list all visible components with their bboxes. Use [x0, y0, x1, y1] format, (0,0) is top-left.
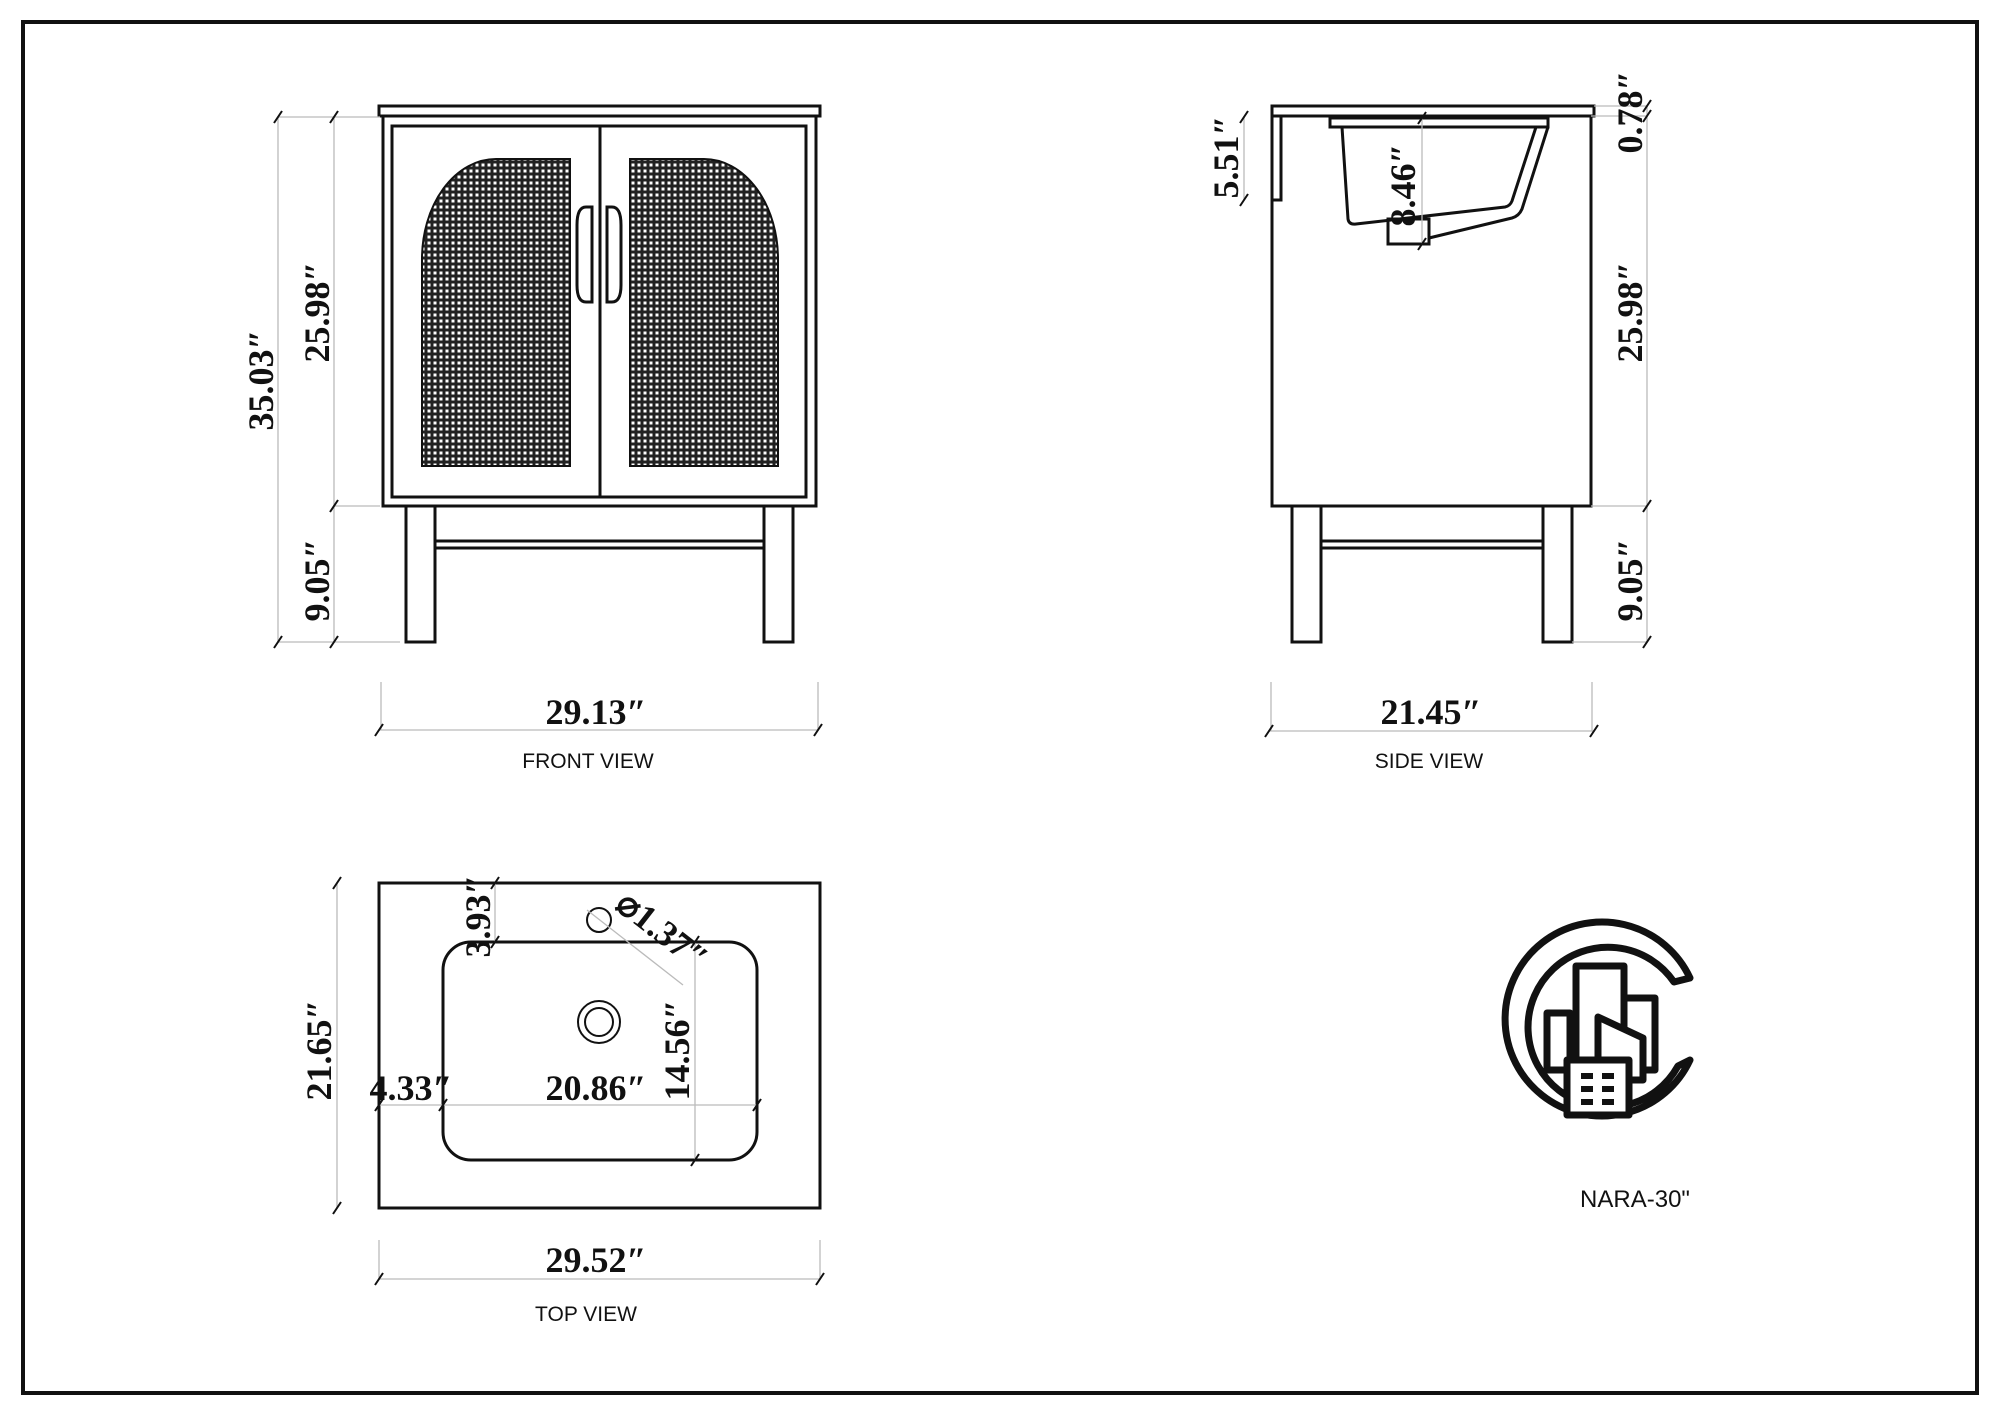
dim-basin-depth: 8.46″ [1383, 144, 1423, 227]
dimension-tick [329, 635, 339, 649]
dimension-tick [273, 110, 283, 124]
side-view-caption: SIDE VIEW [1375, 750, 1484, 773]
dim-cabinet-height: 25.98″ [1610, 262, 1650, 363]
dimension-tick [1642, 109, 1652, 123]
side-view: 0.78″ 5.51″ 8.46″ 25.98″ 9.05″ 21.45″ SI… [1206, 71, 1650, 773]
dim-leg-height: 9.05″ [1610, 539, 1650, 622]
dimension-tick [1417, 237, 1427, 251]
dim-top-depth: 21.65″ [299, 1000, 339, 1101]
dimension-tick [1642, 99, 1652, 113]
right-door-handle [605, 205, 623, 304]
dim-width: 29.13″ [546, 692, 647, 732]
left-door-handle [575, 205, 594, 304]
dimension-tick [690, 1153, 700, 1167]
dim-cabinet-height: 25.98″ [297, 262, 337, 363]
dimension-tick [1239, 193, 1249, 207]
dimension-tick [438, 1098, 448, 1112]
dimension-tick [813, 723, 823, 737]
top-view: 21.65″ 3.93″ ⌀1.37″ 4.33″ 20.86″ 14.56″ … [299, 875, 822, 1326]
dimension-tick [752, 1098, 762, 1112]
dim-top-width: 29.52″ [546, 1240, 647, 1280]
dim-basin-offset-left: 4.33″ [370, 1068, 453, 1108]
dimension-tick [1642, 635, 1652, 649]
dim-basin-depth: 14.56″ [657, 1000, 697, 1101]
dimension-tick [329, 110, 339, 124]
dim-overall-height: 35.03″ [241, 330, 281, 431]
sheet-border [21, 20, 1979, 1395]
dimension-tick [1417, 111, 1427, 125]
dimension-tick [273, 635, 283, 649]
drain-icon [577, 1000, 621, 1044]
dimension-tick [332, 1201, 342, 1215]
front-view: 35.03″ 25.98″ 9.05″ 29.13″ FRONT VIEW [241, 104, 822, 773]
dimension-tick [374, 1272, 384, 1286]
dimension-tick [1239, 110, 1249, 124]
right-door-cane-panel [629, 158, 780, 467]
dimension-tick [332, 876, 342, 890]
dimension-tick [329, 499, 339, 513]
dimension-tick [374, 1098, 384, 1112]
dimension-tick [1642, 499, 1652, 513]
basin-outline [441, 940, 759, 1162]
dim-leg-height: 9.05″ [297, 539, 337, 622]
dimension-ticks [273, 99, 1652, 1286]
top-view-caption: TOP VIEW [535, 1303, 637, 1326]
dimension-tick [815, 1272, 825, 1286]
dimension-tick [1589, 724, 1599, 738]
dimension-tick [374, 723, 384, 737]
dim-basin-width: 20.86″ [546, 1068, 647, 1108]
dimension-tick [690, 935, 700, 949]
dim-depth: 21.45″ [1381, 692, 1482, 732]
faucet-hole [586, 907, 612, 933]
dimension-tick [490, 876, 500, 890]
basin-profile [1340, 126, 1550, 240]
dimension-tick [1264, 724, 1274, 738]
dimension-tick [490, 935, 500, 949]
dim-faucet-hole: ⌀1.37″ [609, 883, 716, 979]
model-name: NARA-30" [1580, 1186, 1690, 1213]
city-buildings-c-logo-icon [1501, 918, 1694, 1120]
front-view-caption: FRONT VIEW [522, 750, 654, 773]
dim-backsplash-height: 5.51″ [1206, 116, 1246, 199]
left-door-cane-panel [420, 158, 571, 467]
